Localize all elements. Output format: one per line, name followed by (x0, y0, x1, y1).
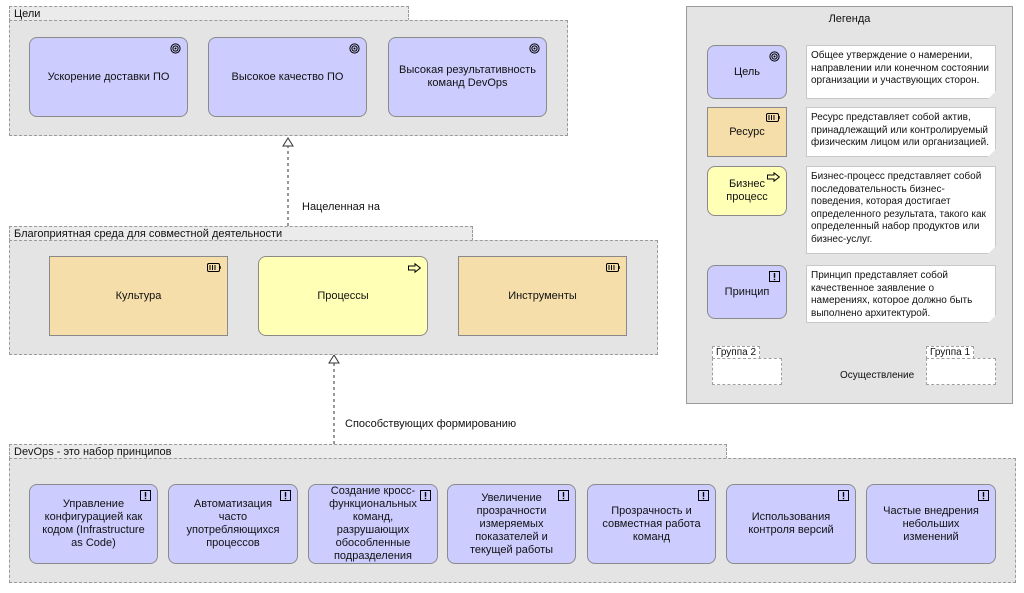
legend-resource-element[interactable]: Ресурс (707, 107, 787, 157)
target-icon (769, 51, 780, 62)
exclamation-icon (420, 490, 431, 501)
exclamation-icon (280, 490, 291, 501)
resource-label: Инструменты (508, 289, 577, 302)
legend-process-element[interactable]: Бизнес процесс (707, 166, 787, 216)
process-processes[interactable]: Процессы (258, 256, 428, 336)
legend-goal-note: Общее утверждение о намерении, направлен… (806, 45, 996, 99)
arrow-icon (408, 263, 421, 273)
goals-env-relation-label: Нацеленная на (302, 201, 380, 213)
principle-label: Создание кросс-функциональных команд, ра… (329, 485, 417, 562)
legend-process-note: Бизнес-процесс представляет собой послед… (806, 166, 996, 254)
env-principles-relation-label: Способствующих формированию (345, 418, 517, 430)
legend-resource-note: Ресурс представляет собой актив, принадл… (806, 107, 996, 157)
principle-label: Частые внедрения небольших изменений (883, 504, 979, 543)
legend-principle-note: Принцип представляет собой качественное … (806, 265, 996, 323)
principle-iac[interactable]: Управление конфигурацией как кодом (Infr… (29, 484, 158, 564)
process-label: Процессы (317, 289, 369, 302)
target-icon (529, 43, 540, 54)
exclamation-icon (838, 490, 849, 501)
battery-icon (207, 263, 221, 272)
goal-label: Высокая результативность команд DevOps (399, 64, 536, 89)
legend-title: Легенда (828, 13, 871, 25)
exclamation-icon (769, 271, 780, 282)
battery-icon (606, 263, 620, 272)
legend-group-2-title: Группа 2 (712, 346, 761, 359)
legend-principle-element[interactable]: Принцип (707, 265, 787, 319)
legend-group-2[interactable]: Группа 2 (712, 346, 782, 385)
resource-tools[interactable]: Инструменты (458, 256, 627, 336)
goal-software-quality[interactable]: Высокое качество ПО (208, 37, 367, 117)
legend-group-2-body (712, 358, 782, 385)
legend-goal-element[interactable]: Цель (707, 45, 787, 99)
legend-group-1-body (926, 358, 996, 385)
principle-cross-functional-teams[interactable]: Создание кросс-функциональных команд, ра… (308, 484, 438, 564)
principle-label: Управление конфигурацией как кодом (Infr… (42, 498, 145, 549)
resource-culture[interactable]: Культура (49, 256, 228, 336)
legend-realization-label: Осуществление (840, 370, 915, 381)
principle-label: Прозрачность и совместная работа команд (602, 504, 701, 543)
resource-label: Культура (115, 289, 162, 302)
principle-automation[interactable]: Автоматизация часто употребляющихся проц… (168, 484, 298, 564)
legend-process-label: Бизнес процесс (726, 178, 768, 203)
goals-env-relation-line (282, 137, 294, 226)
legend-resource-label: Ресурс (729, 125, 765, 138)
exclamation-icon (978, 490, 989, 501)
principle-transparency-metrics[interactable]: Увеличение прозрачности измеряемых показ… (447, 484, 576, 564)
principle-small-changes[interactable]: Частые внедрения небольших изменений (866, 484, 996, 564)
environment-group-title: Благоприятная среда для совместной деяте… (9, 226, 473, 241)
goal-label: Высокое качество ПО (231, 70, 344, 83)
principle-label: Увеличение прозрачности измеряемых показ… (469, 491, 554, 556)
legend-principle-label: Принцип (724, 285, 770, 298)
legend-group-1-title: Группа 1 (926, 346, 975, 359)
principle-label: Использования контроля версий (748, 511, 834, 536)
exclamation-icon (140, 490, 151, 501)
target-icon (349, 43, 360, 54)
legend-goal-label: Цель (733, 65, 761, 78)
goal-delivery-speed[interactable]: Ускорение доставки ПО (29, 37, 188, 117)
principle-label: Автоматизация часто употребляющихся проц… (186, 498, 280, 549)
goals-group-title: Цели (9, 6, 409, 21)
principles-group-title: DevOps - это набор принципов (9, 444, 727, 459)
principle-version-control[interactable]: Использования контроля версий (726, 484, 856, 564)
battery-icon (766, 113, 780, 122)
goal-label: Ускорение доставки ПО (47, 70, 170, 83)
arrow-icon (767, 172, 780, 182)
exclamation-icon (698, 490, 709, 501)
target-icon (170, 43, 181, 54)
goal-devops-performance[interactable]: Высокая результативность команд DevOps (388, 37, 547, 117)
env-principles-relation-line (328, 354, 340, 444)
legend-group-1[interactable]: Группа 1 (926, 346, 996, 385)
principle-transparency-collaboration[interactable]: Прозрачность и совместная работа команд (587, 484, 716, 564)
exclamation-icon (558, 490, 569, 501)
